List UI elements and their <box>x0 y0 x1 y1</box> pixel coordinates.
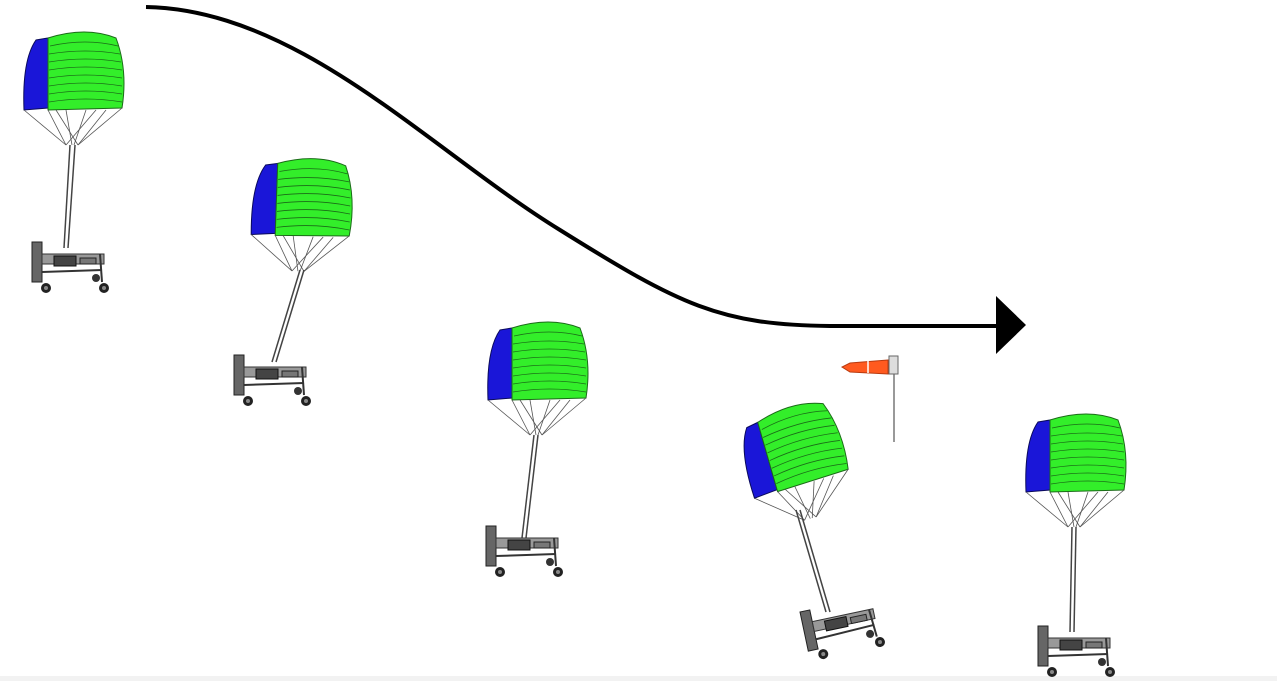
kite-vehicle-5 <box>1025 413 1127 678</box>
windsock-icon <box>840 355 899 442</box>
kite-vehicle-3 <box>485 321 589 578</box>
kite-vehicle-4 <box>732 395 887 663</box>
arrow-right-icon <box>996 296 1026 354</box>
ground-line <box>0 676 1277 681</box>
kite-vehicle-2 <box>233 156 355 407</box>
trajectory-curve <box>145 5 1000 328</box>
kite-vehicle-1 <box>23 31 125 294</box>
